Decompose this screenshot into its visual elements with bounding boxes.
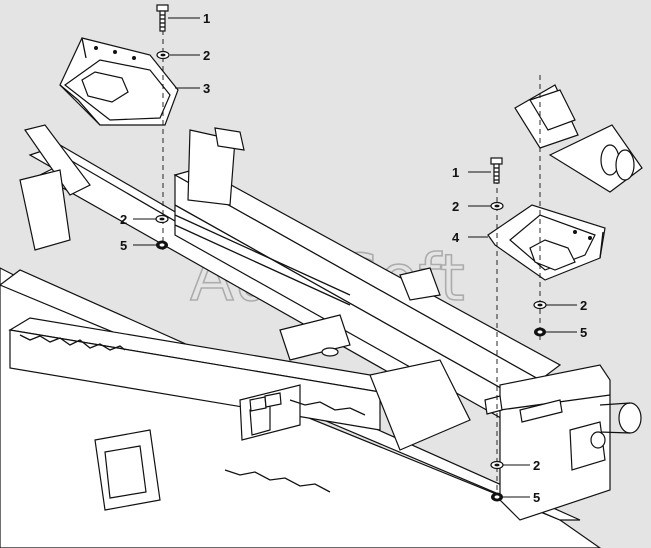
callout-1: 1 [203,11,210,26]
callout-2: 2 [452,199,459,214]
nut-icon [156,240,168,250]
bolt-icon [490,157,503,184]
washer-icon [155,214,169,224]
callouts: 1 2 3 1 2 4 2 5 2 5 2 5 [120,11,587,505]
callout-2: 2 [580,298,587,313]
callout-5: 5 [120,238,127,253]
callout-2: 2 [533,458,540,473]
assembly-lines [162,30,541,500]
washer-icon [156,50,170,60]
callout-5: 5 [533,490,540,505]
callout-3: 3 [203,81,210,96]
callout-4: 4 [452,230,460,245]
bracket-part-3 [59,37,179,126]
callout-2: 2 [120,212,127,227]
washer-icon [490,460,504,470]
upper-right-bracket [514,84,643,193]
washer-icon [490,201,504,211]
chassis-frame [0,124,642,548]
callout-1: 1 [452,165,459,180]
nut-icon [491,492,503,502]
callout-5: 5 [580,325,587,340]
bracket-part-4 [487,204,606,281]
fasteners [155,4,547,502]
nut-icon [534,327,546,337]
callout-2: 2 [203,48,210,63]
washer-icon [533,300,547,310]
bolt-icon [156,4,169,32]
